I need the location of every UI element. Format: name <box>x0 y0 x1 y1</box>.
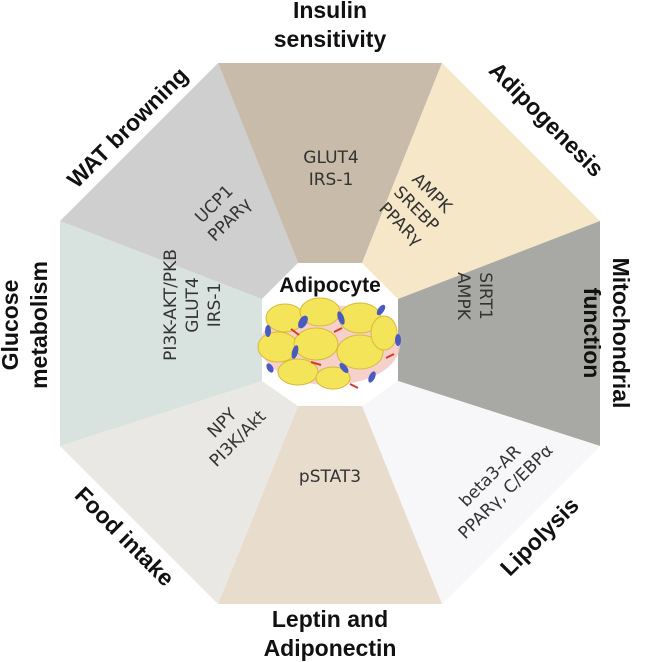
inner-line: GLUT4 <box>183 277 203 332</box>
sector-adipogenesis <box>362 63 600 299</box>
inner-line: PI3K-AKT/PKB <box>161 249 181 361</box>
sector-lipolysis <box>362 381 600 604</box>
outer-line: Mitochondrial <box>608 258 634 409</box>
sector-glucose-metabolism <box>60 221 262 446</box>
outer-line: function <box>579 288 605 379</box>
outer-line: Adiponectin <box>264 635 397 661</box>
inner-line: AMPK <box>453 272 473 321</box>
inner-line: GLUT4 <box>303 148 358 168</box>
center-title: Adipocyte <box>279 274 381 297</box>
adipocyte-cells-illustration <box>257 297 401 390</box>
sector-leptin-adiponectin <box>218 406 442 604</box>
inner-line: IRS-1 <box>309 170 354 190</box>
inner-label-leptin: pSTAT3 <box>299 467 361 487</box>
inner-line: SIRT1 <box>475 272 495 320</box>
outer-line: Insulin <box>293 0 367 23</box>
outer-line: Leptin and <box>272 606 388 632</box>
outer-line: metabolism <box>26 261 52 389</box>
outer-label-mitochondrial-function: Mitochondrialfunction <box>579 258 634 409</box>
sector-mitochondrial-function <box>398 221 600 446</box>
outer-line: Glucose <box>0 280 23 371</box>
inner-line: pSTAT3 <box>299 467 361 487</box>
inner-label-mitochondrial: SIRT1AMPK <box>453 272 495 321</box>
sector-insulin-sensitivity <box>218 63 442 263</box>
sector-wat-browning <box>60 63 298 299</box>
outer-line: sensitivity <box>274 26 387 52</box>
outer-label-insulin-sensitivity: Insulin sensitivity <box>274 0 387 52</box>
sector-food-intake <box>60 381 298 604</box>
inner-line: IRS-1 <box>205 283 225 328</box>
